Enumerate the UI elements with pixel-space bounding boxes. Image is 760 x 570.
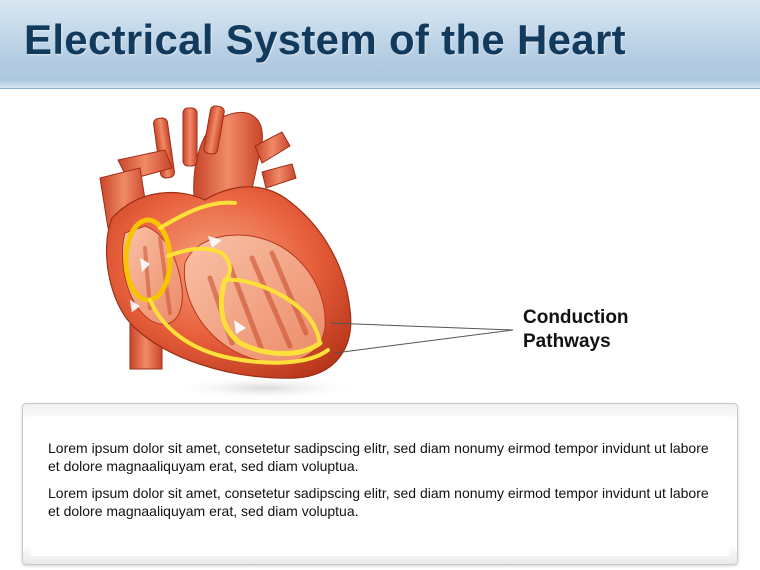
body-paragraph-1: Lorem ipsum dolor sit amet, consetetur s… — [48, 440, 709, 474]
callout-label: Conduction Pathways — [523, 306, 629, 354]
callout-label-line2: Pathways — [523, 331, 611, 352]
callout-lines — [329, 322, 514, 354]
arrow-4 — [129, 299, 141, 313]
flow-arrows — [129, 235, 247, 335]
arrow-2 — [207, 235, 223, 249]
leader-line-upper — [329, 322, 514, 331]
heart-illustration — [99, 105, 514, 400]
conduction-pathways — [123, 200, 330, 365]
slide-title: Electrical System of the Heart — [24, 16, 626, 63]
callout-label-line1: Conduction — [523, 307, 629, 328]
title-bar: Electrical System of the Heart — [0, 0, 760, 89]
arrow-1 — [139, 257, 151, 273]
heart-diagram — [0, 88, 760, 408]
heart-shadow — [170, 376, 360, 400]
arrow-3 — [233, 319, 247, 335]
text-box-inner — [31, 416, 729, 556]
leader-line-lower — [334, 329, 514, 354]
text-box: Lorem ipsum dolor sit amet, consetetur s… — [22, 403, 738, 565]
body-paragraph-2: Lorem ipsum dolor sit amet, consetetur s… — [48, 485, 709, 519]
